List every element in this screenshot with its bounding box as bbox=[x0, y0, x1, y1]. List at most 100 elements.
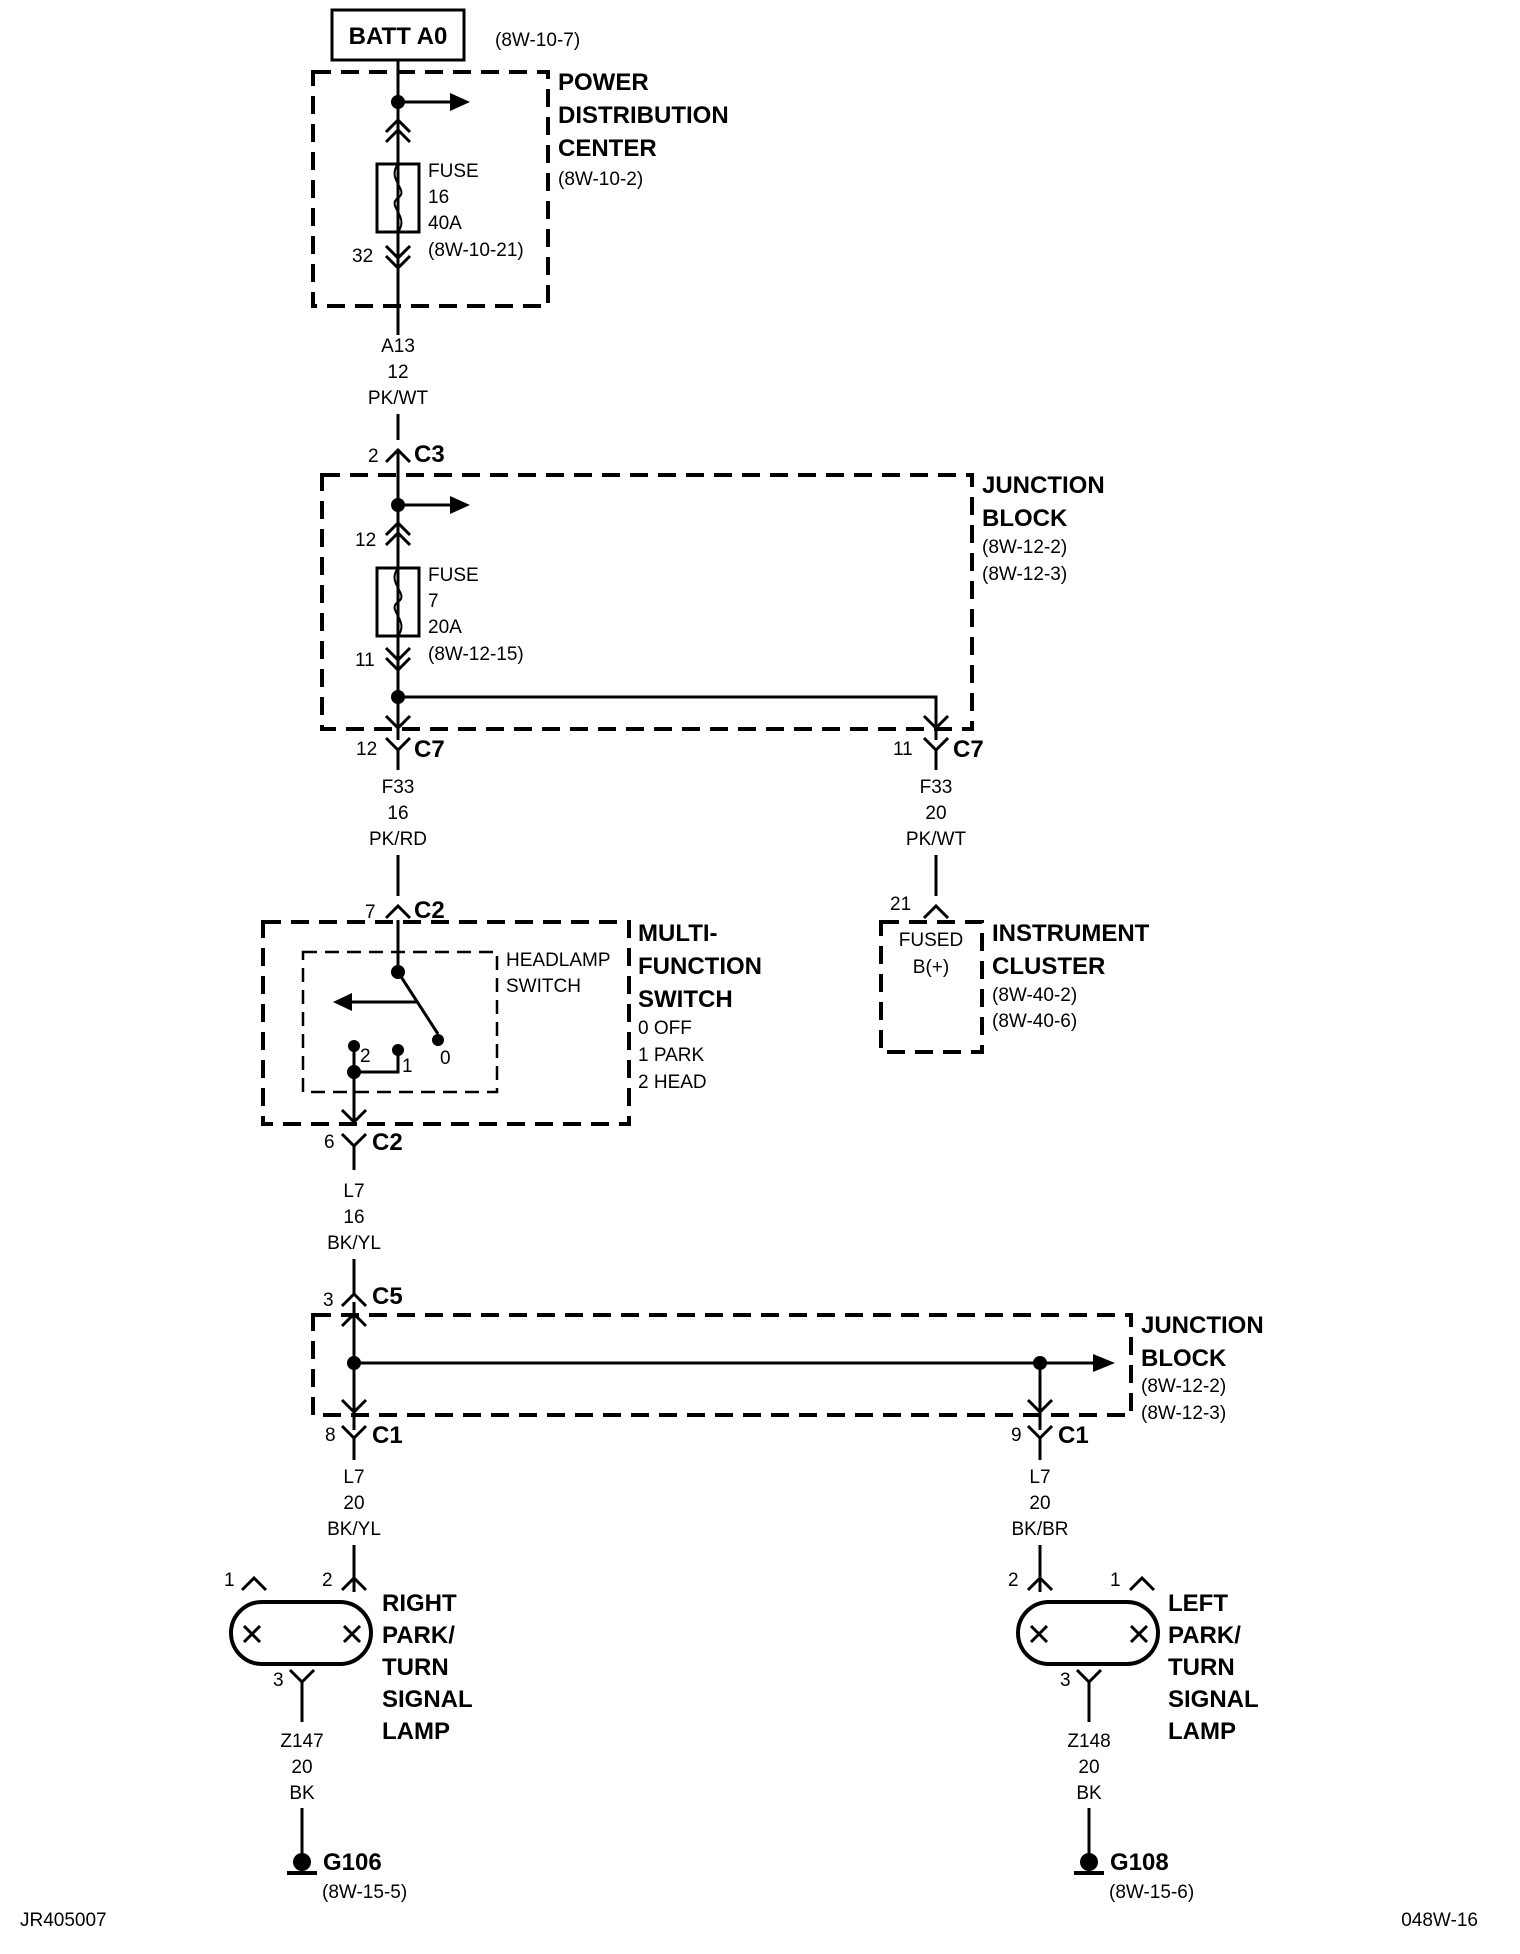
pdc-ref: (8W-10-2) bbox=[558, 169, 643, 190]
lamp-right-title-1: RIGHT bbox=[382, 1590, 457, 1617]
jb1-boundary bbox=[320, 473, 974, 731]
wire-f33-right-color: PK/WT bbox=[906, 829, 967, 850]
lamp-left-pin2: 2 bbox=[1008, 1570, 1019, 1591]
jb2-in-arrow-icon bbox=[340, 1311, 368, 1328]
mfs-pos-0: 0 OFF bbox=[638, 1018, 692, 1039]
mfs-boundary bbox=[261, 920, 631, 1126]
c2-bottom-pin: 6 bbox=[324, 1132, 335, 1153]
wire-f33-left-color: PK/RD bbox=[369, 829, 427, 850]
c3-name: C3 bbox=[414, 441, 445, 468]
wire-z147-gauge: 20 bbox=[291, 1757, 312, 1778]
jb1-fuse-element-icon bbox=[393, 567, 403, 637]
g108-name: G108 bbox=[1110, 1849, 1169, 1876]
cluster-pin: 21 bbox=[890, 894, 911, 915]
lamp-right-pin3: 3 bbox=[273, 1670, 284, 1691]
wire-l7-left-circuit: L7 bbox=[343, 1467, 364, 1488]
c1-left-pin: 8 bbox=[325, 1425, 336, 1446]
wire-f33-left-circuit: F33 bbox=[382, 777, 415, 798]
lamp-left-pin3-icon bbox=[1075, 1668, 1103, 1685]
c2-bottom-connector-icon bbox=[340, 1132, 368, 1149]
jb2-bus-arrow-icon bbox=[1093, 1354, 1115, 1372]
pdc-fuse-terminal-out-icon bbox=[384, 244, 412, 261]
cluster-boundary bbox=[879, 920, 984, 1054]
wire-f33-right-gauge: 20 bbox=[925, 803, 946, 824]
lamp-right-title-2: PARK/ bbox=[382, 1622, 455, 1649]
jb1-title-2: BLOCK bbox=[982, 505, 1068, 532]
wire-z147-circuit: Z147 bbox=[280, 1731, 323, 1752]
jb1-branch-arrow-icon bbox=[450, 496, 470, 514]
lamp-left-pin1: 1 bbox=[1110, 1570, 1121, 1591]
wire-l7-top-color: BK/YL bbox=[327, 1233, 381, 1254]
wire-f33-left-gauge: 16 bbox=[387, 803, 408, 824]
mfs-out-arrow-icon bbox=[340, 1108, 368, 1125]
lamp-left-pin2-icon bbox=[1026, 1575, 1054, 1592]
headlamp-switch-boundary bbox=[301, 950, 499, 1094]
jb1-fuse-terminal-out-icon bbox=[384, 646, 412, 663]
wire-l7-left-color: BK/YL bbox=[327, 1519, 381, 1540]
headlamp-label-1: HEADLAMP bbox=[506, 950, 611, 971]
lamp-left-title-5: LAMP bbox=[1168, 1718, 1236, 1745]
wire-z148-color: BK bbox=[1076, 1783, 1102, 1804]
wire-l7-right-color: BK/BR bbox=[1011, 1519, 1068, 1540]
pdc-fuse-l4: (8W-10-21) bbox=[428, 240, 524, 261]
cluster-title-1: INSTRUMENT bbox=[992, 920, 1150, 947]
c7-right-pin: 11 bbox=[893, 739, 913, 760]
c3-pin: 2 bbox=[368, 446, 379, 467]
pdc-boundary bbox=[311, 70, 550, 308]
lamp-left-pin1-icon bbox=[1128, 1575, 1156, 1592]
pdc-title-2: DISTRIBUTION bbox=[558, 102, 729, 129]
lamp-right-pin1-icon bbox=[240, 1575, 268, 1592]
lamp-right-bulb bbox=[229, 1600, 373, 1666]
wire-f33-right-circuit: F33 bbox=[920, 777, 953, 798]
lamp-right-title-4: SIGNAL bbox=[382, 1686, 473, 1713]
wire-l7-right-gauge: 20 bbox=[1029, 1493, 1050, 1514]
lamp-left-title-1: LEFT bbox=[1168, 1590, 1228, 1617]
headlamp-label-2: SWITCH bbox=[506, 976, 581, 997]
pdc-title-3: CENTER bbox=[558, 135, 657, 162]
lamp-right-filament-left-icon bbox=[242, 1624, 262, 1644]
cluster-title-2: CLUSTER bbox=[992, 953, 1105, 980]
jb1-title-1: JUNCTION bbox=[982, 472, 1105, 499]
c7-right-name: C7 bbox=[953, 736, 984, 763]
c1-right-name: C1 bbox=[1058, 1422, 1089, 1449]
lamp-left-title-3: TURN bbox=[1168, 1654, 1235, 1681]
jb2-boundary bbox=[311, 1313, 1133, 1417]
batt-label: BATT A0 bbox=[349, 23, 448, 50]
pdc-fuse-terminal-in-icon bbox=[384, 117, 412, 134]
lamp-left-title-2: PARK/ bbox=[1168, 1622, 1241, 1649]
c2-top-pin: 7 bbox=[365, 902, 376, 923]
mfs-title-2: FUNCTION bbox=[638, 953, 762, 980]
c5-connector-icon bbox=[340, 1291, 368, 1308]
g106-ground-icon bbox=[293, 1853, 311, 1871]
c5-name: C5 bbox=[372, 1283, 403, 1310]
g106-name: G106 bbox=[323, 1849, 382, 1876]
contact-1-label: 1 bbox=[402, 1056, 413, 1077]
lamp-right-pin3-icon bbox=[288, 1668, 316, 1685]
jb1-fuse-l3: 20A bbox=[428, 617, 462, 638]
wire-a13-color: PK/WT bbox=[368, 388, 429, 409]
jb1-fuse-pin-in: 12 bbox=[355, 530, 376, 551]
pdc-fuse-l3: 40A bbox=[428, 213, 462, 234]
jb1-fuse-pin-out: 11 bbox=[355, 650, 375, 671]
jb1-ref-1: (8W-12-2) bbox=[982, 537, 1067, 558]
jb2-title-1: JUNCTION bbox=[1141, 1312, 1264, 1339]
pdc-branch-arrow-icon bbox=[450, 93, 470, 111]
c2-top-name: C2 bbox=[414, 897, 445, 924]
wire-z147-color: BK bbox=[289, 1783, 315, 1804]
jb1-cluster-bus bbox=[398, 695, 938, 722]
pdc-fuse-element-icon bbox=[393, 163, 403, 233]
cluster-inner-1: FUSED bbox=[899, 930, 963, 951]
pdc-fuse-l1: FUSE bbox=[428, 161, 479, 182]
cluster-connector-icon bbox=[922, 903, 950, 920]
cluster-ref-1: (8W-40-2) bbox=[992, 985, 1077, 1006]
jb2-ref-2: (8W-12-3) bbox=[1141, 1403, 1226, 1424]
g108-ref: (8W-15-6) bbox=[1109, 1882, 1194, 1903]
switch-actuator-arrow-icon bbox=[333, 993, 352, 1011]
lamp-left-filament-right-icon bbox=[1129, 1624, 1149, 1644]
pdc-fuse-pin-out: 32 bbox=[352, 246, 373, 267]
footer-right: 048W-16 bbox=[1401, 1910, 1478, 1931]
c5-pin: 3 bbox=[323, 1290, 334, 1311]
wire-z148-circuit: Z148 bbox=[1067, 1731, 1110, 1752]
g108-ground-icon bbox=[1080, 1853, 1098, 1871]
